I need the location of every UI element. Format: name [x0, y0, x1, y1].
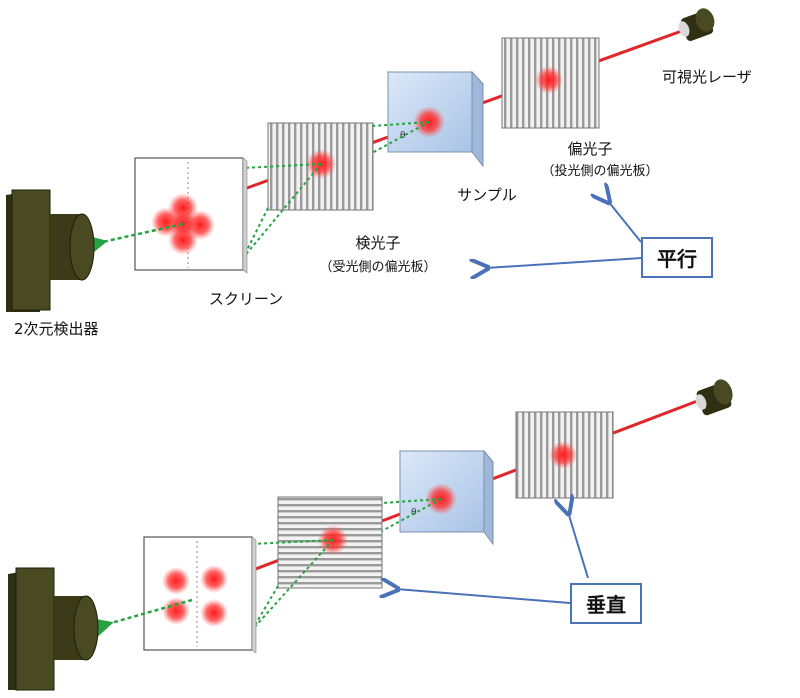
- laser-label: 可視光レーザ: [662, 68, 752, 86]
- bottom-detector-icon: [8, 567, 99, 691]
- bottom-polarizer-spot: [549, 441, 577, 469]
- top-scatter-lines: [242, 121, 430, 259]
- perpendicular-callout: 垂直: [570, 583, 642, 624]
- top-laser-icon: [678, 8, 715, 41]
- polarizer-label: 偏光子: [567, 140, 613, 158]
- top-polarizer-plate: [501, 37, 600, 129]
- top-polarizer-spot: [535, 66, 563, 94]
- bottom-laser-icon: [695, 379, 733, 416]
- bottom-screen-pattern: [162, 565, 228, 627]
- analyzer-sublabel: （受光側の偏光板）: [319, 260, 437, 275]
- bottom-screen: [143, 536, 257, 654]
- bottom-scatter-lines: [251, 498, 442, 631]
- sample-label: サンプル: [457, 186, 517, 204]
- bottom-detector-arrow: [91, 598, 193, 638]
- top-detector-arrow: [86, 222, 184, 255]
- top-detector-icon: [6, 189, 95, 312]
- top-callout-arrows: [486, 201, 642, 268]
- screen-label: スクリーン: [208, 290, 284, 308]
- bottom-callout-arrows: [396, 512, 589, 604]
- detector-label: 2次元検出器: [14, 320, 99, 338]
- bottom-setup: θ: [8, 379, 733, 691]
- top-theta-label: θ: [400, 131, 406, 141]
- polarizer-sublabel: （投光側の偏光板）: [541, 164, 659, 179]
- parallel-callout: 平行: [641, 237, 713, 278]
- top-setup: θ: [6, 8, 715, 312]
- analyzer-label: 検光子: [355, 234, 401, 252]
